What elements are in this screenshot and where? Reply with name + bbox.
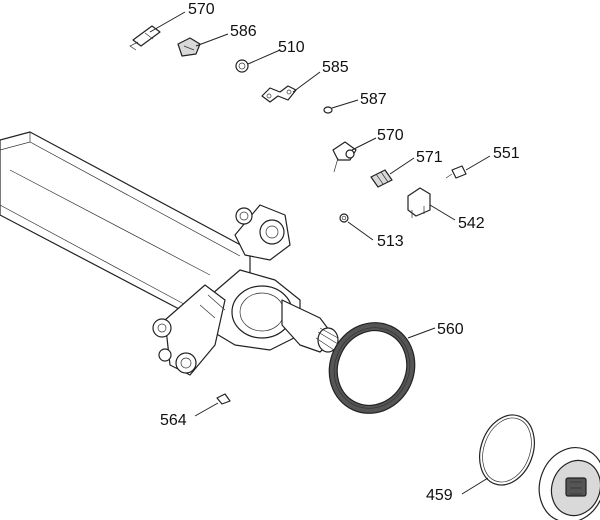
callout-510: 510 bbox=[278, 39, 305, 56]
nut-510 bbox=[235, 59, 249, 73]
clip-586 bbox=[177, 37, 201, 57]
clip-570-middle bbox=[332, 141, 357, 173]
bracket-585 bbox=[261, 85, 297, 103]
hub-cap bbox=[538, 447, 600, 520]
callout-564: 564 bbox=[160, 412, 187, 429]
sensor-571 bbox=[370, 169, 393, 188]
axle-beam bbox=[0, 131, 251, 321]
clip-564 bbox=[216, 393, 231, 405]
nut-513 bbox=[339, 213, 349, 223]
steering-knuckle bbox=[152, 204, 339, 376]
o-ring-459 bbox=[479, 414, 535, 486]
callout-586: 586 bbox=[230, 23, 257, 40]
brake-ring-560 bbox=[328, 322, 416, 414]
callout-587: 587 bbox=[360, 91, 387, 108]
callout-459: 459 bbox=[426, 487, 453, 504]
sensor-holder-542 bbox=[407, 187, 431, 218]
callout-570-top: 570 bbox=[188, 1, 215, 18]
callout-513: 513 bbox=[377, 233, 404, 250]
callout-571: 571 bbox=[416, 149, 443, 166]
callout-542: 542 bbox=[458, 215, 485, 232]
callout-551: 551 bbox=[493, 145, 520, 162]
bolt-551 bbox=[445, 165, 467, 179]
callout-570-middle: 570 bbox=[377, 127, 404, 144]
leader-lines bbox=[149, 11, 491, 495]
callout-560: 560 bbox=[437, 321, 464, 338]
washer-587 bbox=[323, 106, 333, 114]
callout-labels: 570 586 510 585 587 570 571 551 542 513 … bbox=[160, 1, 520, 504]
callout-585: 585 bbox=[322, 59, 349, 76]
clip-570-top bbox=[129, 25, 161, 51]
